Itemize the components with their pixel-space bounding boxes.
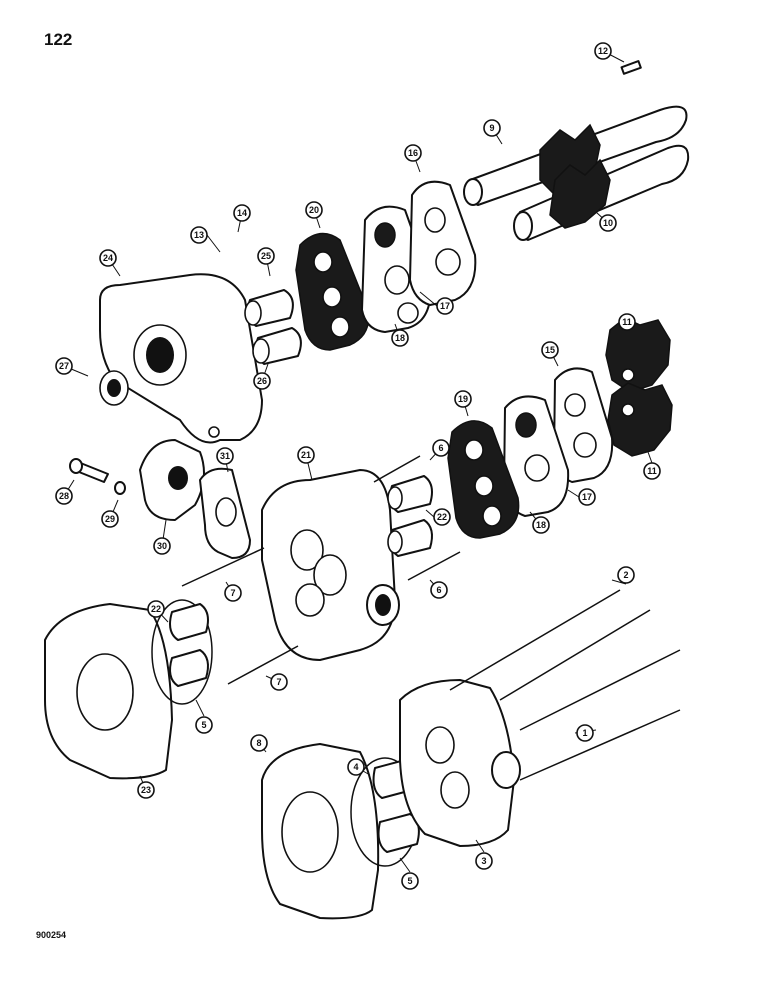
- gear-housing: [261, 469, 400, 661]
- callout-2: 2: [617, 566, 635, 584]
- callout-10: 10: [599, 214, 617, 232]
- callout-22b: 22: [147, 600, 165, 618]
- callout-28: 28: [55, 487, 73, 505]
- callout-20: 20: [305, 201, 323, 219]
- svg-text:10: 10: [603, 218, 613, 228]
- callout-17a: 17: [436, 297, 454, 315]
- svg-text:22: 22: [151, 604, 161, 614]
- svg-text:3: 3: [481, 856, 486, 866]
- svg-text:13: 13: [194, 230, 204, 240]
- callout-31: 31: [216, 447, 234, 465]
- callout-18b: 18: [532, 516, 550, 534]
- svg-text:1: 1: [582, 728, 587, 738]
- callout-25: 25: [257, 247, 275, 265]
- svg-text:12: 12: [598, 46, 608, 56]
- port-flange: [69, 439, 251, 559]
- callouts: 1 2 3 4 5 5 6 6 7 7 8 9 10 11 11 12 13 1…: [55, 42, 661, 890]
- svg-text:17: 17: [582, 492, 592, 502]
- svg-text:9: 9: [489, 123, 494, 133]
- callout-29: 29: [101, 510, 119, 528]
- svg-text:30: 30: [157, 541, 167, 551]
- svg-text:29: 29: [105, 514, 115, 524]
- callout-27: 27: [55, 357, 73, 375]
- svg-text:21: 21: [301, 450, 311, 460]
- bushings-upper: [244, 289, 302, 365]
- callout-30: 30: [153, 537, 171, 555]
- callout-5b: 5: [401, 872, 419, 890]
- svg-text:5: 5: [407, 876, 412, 886]
- svg-text:20: 20: [309, 205, 319, 215]
- svg-text:11: 11: [647, 466, 657, 476]
- callout-9: 9: [483, 119, 501, 137]
- callout-16: 16: [404, 144, 422, 162]
- svg-text:18: 18: [395, 333, 405, 343]
- callout-13: 13: [190, 226, 208, 244]
- svg-text:19: 19: [458, 394, 468, 404]
- callout-6a: 6: [432, 439, 450, 457]
- svg-text:23: 23: [141, 785, 151, 795]
- callout-7a: 7: [224, 584, 242, 602]
- callout-7b: 7: [270, 673, 288, 691]
- page-number: 122: [44, 30, 73, 49]
- callout-3: 3: [475, 852, 493, 870]
- svg-text:4: 4: [353, 762, 358, 772]
- svg-text:28: 28: [59, 491, 69, 501]
- svg-text:31: 31: [220, 451, 230, 461]
- callout-21: 21: [297, 446, 315, 464]
- figure-reference-code: 900254: [36, 930, 67, 940]
- callout-14: 14: [233, 204, 251, 222]
- callout-11b: 11: [643, 462, 661, 480]
- svg-text:18: 18: [536, 520, 546, 530]
- svg-text:17: 17: [440, 301, 450, 311]
- svg-text:26: 26: [257, 376, 267, 386]
- svg-text:11: 11: [622, 317, 632, 327]
- callout-24: 24: [99, 249, 117, 267]
- gear-pair-middle: [605, 317, 673, 457]
- svg-text:22: 22: [437, 512, 447, 522]
- svg-text:16: 16: [408, 148, 418, 158]
- svg-text:2: 2: [623, 570, 628, 580]
- svg-text:7: 7: [276, 677, 281, 687]
- svg-text:27: 27: [59, 361, 69, 371]
- svg-text:14: 14: [237, 208, 247, 218]
- svg-text:7: 7: [230, 588, 235, 598]
- callout-26: 26: [253, 372, 271, 390]
- svg-text:6: 6: [436, 585, 441, 595]
- svg-text:24: 24: [103, 253, 113, 263]
- svg-text:15: 15: [545, 345, 555, 355]
- svg-text:25: 25: [261, 251, 271, 261]
- front-cover-housing: [99, 273, 263, 444]
- callout-22a: 22: [433, 508, 451, 526]
- callout-15: 15: [541, 341, 559, 359]
- seal-plate-upper: [295, 232, 370, 351]
- svg-text:5: 5: [201, 720, 206, 730]
- wear-plates-upper: [361, 180, 477, 333]
- callout-8: 8: [250, 734, 268, 752]
- wear-plates-middle: [447, 367, 614, 539]
- callout-17b: 17: [578, 488, 596, 506]
- callout-18a: 18: [391, 329, 409, 347]
- svg-text:8: 8: [256, 738, 261, 748]
- callout-5a: 5: [195, 716, 213, 734]
- callout-23: 23: [137, 781, 155, 799]
- callout-6b: 6: [430, 581, 448, 599]
- callout-4: 4: [347, 758, 365, 776]
- dowel-pins: [181, 455, 461, 685]
- callout-11a: 11: [618, 313, 636, 331]
- callout-12: 12: [594, 42, 612, 60]
- callout-1: 1: [576, 724, 594, 742]
- drive-shaft-assembly: [463, 60, 690, 241]
- callout-19: 19: [454, 390, 472, 408]
- svg-text:6: 6: [438, 443, 443, 453]
- rear-cover-left: [44, 599, 213, 780]
- rear-cover-lower: [261, 589, 681, 920]
- bushings-middle: [387, 475, 433, 557]
